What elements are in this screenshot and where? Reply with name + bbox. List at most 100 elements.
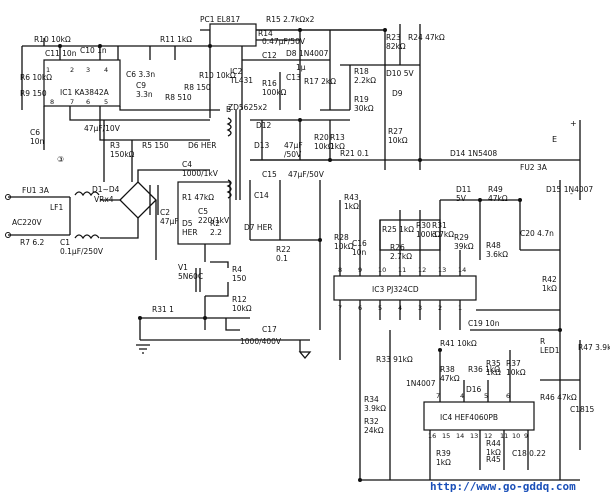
c18-label: C18 0.22 [512,449,546,458]
r8-label: R8 150 [184,83,211,92]
fu1-label: FU1 3A [22,186,50,195]
ic3-pin-12: 12 [418,266,426,274]
ic3-body [333,275,477,301]
ic1-pin-3: 3 [86,66,90,74]
r46-label: R46 47kΩ [540,393,577,402]
r36-label: R36 1kΩ [468,365,500,374]
pc1-label: PC1 EL817 [200,15,240,24]
c47b-label: 47μF/50V [284,141,303,159]
c11-label: C11 10n [45,49,77,58]
r21-label: R21 0.1 [340,149,369,158]
r11-label: R11 1kΩ [160,35,192,44]
ic3-pin-10: 10 [378,266,386,274]
ic3-pins-top: 8 9 10 11 12 13 14 [338,266,466,274]
ic1-pin-5: 5 [104,98,108,106]
c15-value: 47μF/50V [288,170,325,179]
zd-label: ZD5625x2 [228,103,267,112]
fu2-label: FU2 3A [520,163,548,172]
lf1-label: LF1 [50,203,63,212]
d14-label: D14 1N5408 [450,149,497,158]
r33-label: R33 91kΩ [376,355,413,364]
ic4-pin-7: 7 [436,392,440,400]
c17-value: 1000/400V [240,337,282,346]
c14-label: C14 [254,191,269,200]
ic1-pin-7: 7 [70,98,74,106]
b-label: B [226,105,231,114]
c15-label: C15 [262,170,277,179]
ic4-pin-16: 16 [428,432,436,440]
watermark-url[interactable]: http://www.go-gddq.com [430,480,576,493]
r41-label: R41 10kΩ [440,339,477,348]
ic4-pin-6: 6 [506,392,510,400]
r1-label: R1 47kΩ [182,193,214,202]
r24-label: R24 47kΩ [408,33,445,42]
ic1-pin-6: 6 [86,98,90,106]
r9-small-label: R9 150 [20,89,47,98]
ic4-pin-9: 9 [524,432,528,440]
ic3-label: IC3 PJ324CD [372,285,419,294]
ic3-pin-11: 11 [398,266,406,274]
r31b-label: R31 1 [152,305,174,314]
ic4-pin-5: 5 [484,392,488,400]
q-label: C1815 [570,405,595,414]
r7-label: R8 510 [165,93,192,102]
c13-label: C13 [286,73,301,82]
d9-label: D9 [392,89,403,98]
ac-input-label: AC220V [12,218,43,227]
r15-label: R15 2.7kΩx2 [266,15,315,24]
ic4-pin-15: 15 [442,432,450,440]
c10-label: C10 1n [80,46,107,55]
c12-value: 0.47μF/50V [262,37,306,46]
ic4-pin-13: 13 [470,432,478,440]
pc1-body [209,23,257,47]
circle-marker: ③ [57,155,64,164]
ic1-body [43,59,121,107]
d6-label: D6 HER [188,141,217,150]
d10-label: D10 5V [386,69,414,78]
ic4-label: IC4 HEF4060PB [440,413,498,422]
bridge-label: VRx4 [94,195,114,204]
junction-dots [58,28,562,482]
r5-label: R5 150 [142,141,169,150]
r9-label: R10 10kΩ [199,71,236,80]
c12-label: C12 [262,51,277,60]
r47-label: R47 3.9kΩ [578,343,610,352]
d8-label: D8 1N4007 [286,49,329,58]
minus-terminal: - [570,189,573,198]
d7-label: D7 HER [244,223,273,232]
ic1-block: IC1 KA3842A 1 2 3 4 8 7 6 5 [43,59,121,107]
ic1-label: IC1 KA3842A [60,88,110,97]
ic1-pin-4: 4 [104,66,108,74]
ic1-pin-2: 2 [70,66,74,74]
ic1-pin-1: 1 [46,66,50,74]
ic4-body [423,401,535,431]
r45-label: R45 [486,455,501,464]
d16-label: D16 [466,385,482,394]
